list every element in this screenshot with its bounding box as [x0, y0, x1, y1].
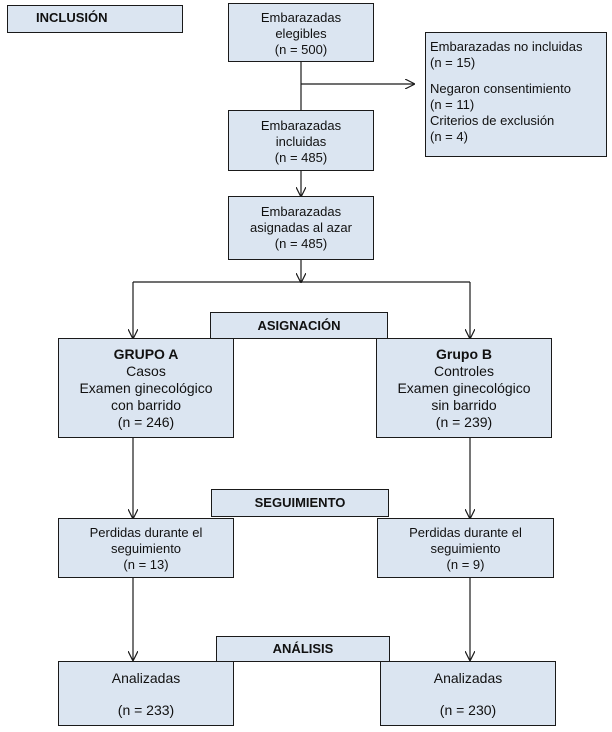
stage-label-inclusion: INCLUSIÓN — [7, 5, 183, 33]
group-b-box: Grupo B Controles Examen ginecológico si… — [376, 338, 552, 438]
group-b-title: Grupo B — [436, 346, 492, 362]
lost-b-line-3: (n = 9) — [446, 557, 485, 572]
analyzed-b-line-1: Analizadas — [433, 670, 503, 686]
group-b-line-1: Controles — [434, 363, 494, 379]
lost-a-box: Perdidas durante el seguimiento (n = 13) — [58, 518, 234, 578]
group-a-line-3: con barrido — [110, 397, 182, 413]
excluded-line-4: (n = 11) — [430, 97, 475, 112]
analyzed-a-line-2: (n = 233) — [117, 702, 175, 718]
analyzed-a-line-1: Analizadas — [111, 670, 181, 686]
group-b-line-2: Examen ginecológico — [397, 380, 531, 396]
lost-a-line-3: (n = 13) — [123, 557, 169, 572]
group-a-title: GRUPO A — [113, 346, 179, 362]
group-b-line-4: (n = 239) — [435, 414, 493, 430]
excluded-line-2: (n = 15) — [430, 55, 476, 70]
randomized-line-1: Embarazadas — [260, 204, 342, 219]
group-a-line-2: Examen ginecológico — [79, 380, 213, 396]
excluded-line-6: (n = 4) — [430, 129, 468, 144]
lost-a-line-2: seguimiento — [110, 541, 182, 556]
included-box: Embarazadas incluidas (n = 485) — [228, 110, 374, 171]
lost-b-line-2: seguimiento — [430, 541, 501, 556]
group-a-line-1: Casos — [126, 363, 166, 379]
included-line-3: (n = 485) — [274, 150, 328, 165]
eligible-box: Embarazadas elegibles (n = 500) — [228, 3, 374, 62]
stage-label-followup: SEGUIMIENTO — [211, 489, 389, 517]
lost-b-box: Perdidas durante el seguimiento (n = 9) — [377, 518, 554, 578]
eligible-line-3: (n = 500) — [274, 42, 328, 57]
included-line-1: Embarazadas — [260, 118, 342, 133]
group-a-line-4: (n = 246) — [117, 414, 175, 430]
group-b-line-3: sin barrido — [431, 397, 497, 413]
lost-b-line-1: Perdidas durante el — [409, 525, 522, 540]
included-line-2: incluidas — [275, 134, 327, 149]
randomized-line-2: asignadas al azar — [250, 220, 352, 235]
analyzed-b-box: Analizadas (n = 230) — [380, 661, 556, 726]
group-a-box: GRUPO A Casos Examen ginecológico con ba… — [58, 338, 234, 438]
excluded-line-1: Embarazadas no incluidas — [430, 39, 583, 54]
analyzed-b-line-2: (n = 230) — [439, 702, 497, 718]
randomized-box: Embarazadas asignadas al azar (n = 485) — [228, 196, 374, 260]
excluded-line-3: Negaron consentimiento — [430, 81, 571, 96]
excluded-box: Embarazadas no incluidas (n = 15) Negaro… — [425, 32, 607, 157]
eligible-line-1: Embarazadas — [260, 10, 342, 25]
eligible-line-2: elegibles — [275, 26, 327, 41]
stage-label-analysis: ANÁLISIS — [216, 636, 390, 662]
stage-label-assignment: ASIGNACIÓN — [210, 312, 388, 339]
lost-a-line-1: Perdidas durante el — [89, 525, 203, 540]
analyzed-a-box: Analizadas (n = 233) — [58, 661, 234, 726]
randomized-line-3: (n = 485) — [274, 236, 328, 251]
excluded-line-5: Criterios de exclusión — [430, 113, 555, 128]
